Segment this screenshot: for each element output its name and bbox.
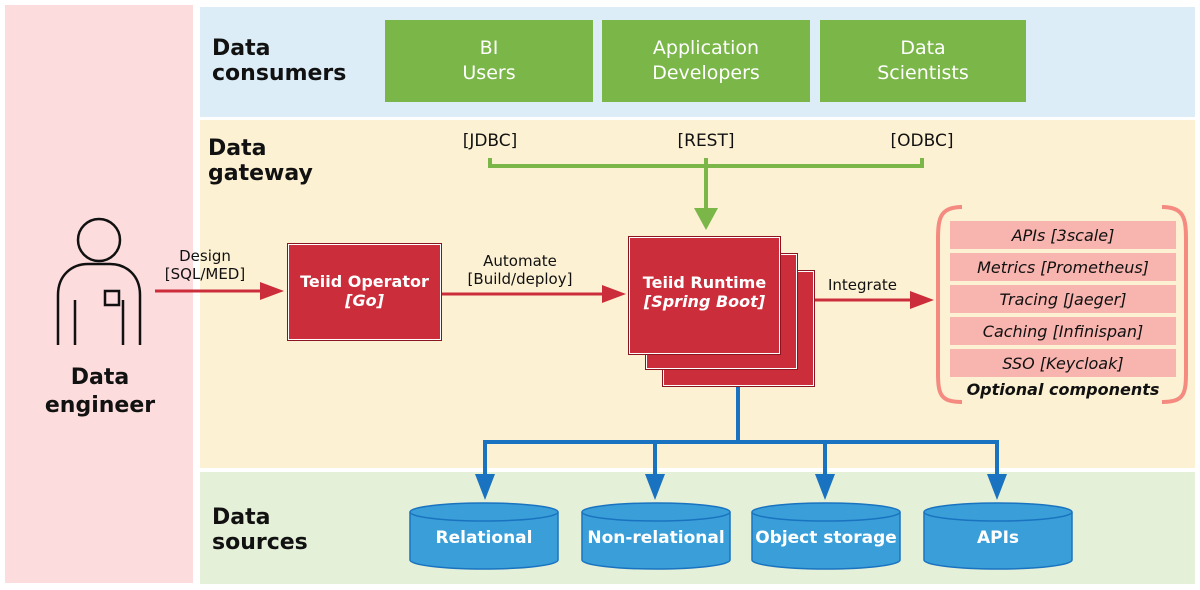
jdbc-label: [JDBC] xyxy=(462,131,518,151)
teiid-operator-subtitle: [Go] xyxy=(345,291,384,310)
data-sources-title: Data sources xyxy=(212,505,308,555)
non-relational-cylinder xyxy=(581,502,731,570)
apis-source-label: APIs xyxy=(976,528,1020,548)
teiid-operator-box: Teiid Operator [Go] xyxy=(287,243,442,341)
relational-label: Relational xyxy=(435,528,533,548)
optional-components-frame xyxy=(936,205,1188,404)
object-storage-label: Object storage xyxy=(755,528,897,548)
optional-item-apis: APIs [3scale] xyxy=(950,221,1176,249)
teiid-operator-title: Teiid Operator xyxy=(300,272,429,291)
source-connector-tree xyxy=(483,386,999,478)
optional-item-metrics: Metrics [Prometheus] xyxy=(950,253,1176,281)
optional-components-caption: Optional components xyxy=(966,380,1160,399)
bi-users-box: BI Users xyxy=(385,20,593,102)
automate-arrow xyxy=(440,285,626,303)
automate-label: Automate [Build/deploy] xyxy=(467,252,573,288)
odbc-label: [ODBC] xyxy=(890,131,954,151)
data-consumers-title: Data consumers xyxy=(212,36,347,86)
teiid-runtime-box: Teiid Runtime [Spring Boot] xyxy=(628,236,781,355)
database-cylinders xyxy=(409,502,1073,570)
integrate-arrow xyxy=(797,291,934,309)
apis-cylinder xyxy=(923,502,1073,570)
optional-item-sso: SSO [Keycloak] xyxy=(950,349,1176,377)
rest-label: [REST] xyxy=(677,131,735,151)
integrate-label: Integrate xyxy=(827,276,898,294)
person-icon xyxy=(56,217,142,345)
data-engineer-band xyxy=(5,5,193,583)
data-gateway-title: Data gateway xyxy=(208,136,313,186)
optional-item-tracing: Tracing [Jaeger] xyxy=(950,285,1176,313)
data-scientists-box: Data Scientists xyxy=(820,20,1026,102)
data-engineer-label: Data engineer xyxy=(44,365,156,418)
relational-cylinder xyxy=(409,502,559,570)
teiid-runtime-title: Teiid Runtime xyxy=(642,273,767,292)
source-arrowheads xyxy=(475,474,1007,500)
consumer-connector xyxy=(488,158,924,230)
non-relational-label: Non-relational xyxy=(587,528,725,548)
design-arrow xyxy=(155,282,284,300)
design-label: Design [SQL/MED] xyxy=(164,247,246,283)
optional-item-caching: Caching [Infinispan] xyxy=(950,317,1176,345)
object-storage-cylinder xyxy=(751,502,901,570)
application-developers-box: Application Developers xyxy=(602,20,810,102)
teiid-runtime-subtitle: [Spring Boot] xyxy=(643,292,766,311)
